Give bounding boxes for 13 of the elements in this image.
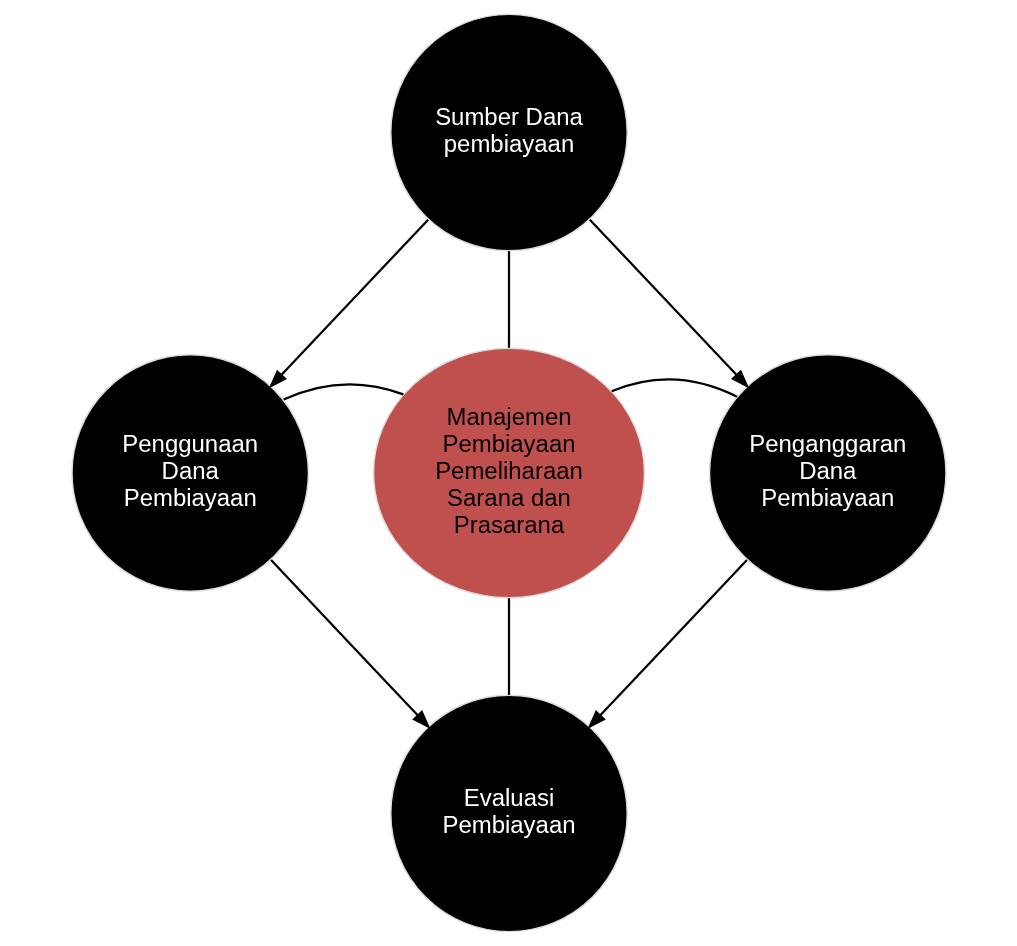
arrow (588, 218, 749, 389)
arrow (586, 559, 748, 729)
connector (507, 598, 510, 695)
connector (507, 251, 510, 348)
node-circle: Manajemen Pembiayaan Pemeliharaan Sarana dan Prasarana (372, 347, 645, 599)
arrow (268, 218, 429, 389)
arrow (269, 559, 431, 729)
connector (610, 378, 738, 398)
node-circle: Evaluasi Pembiayaan (389, 694, 628, 933)
connector (282, 383, 404, 401)
node-circle: Sumber Dana pembiayaan (389, 13, 628, 252)
node-circle: Penggunaan Dana Pembiayaan (70, 354, 309, 592)
node-circle: Penganggaran Dana Pembiayaan (708, 354, 947, 592)
